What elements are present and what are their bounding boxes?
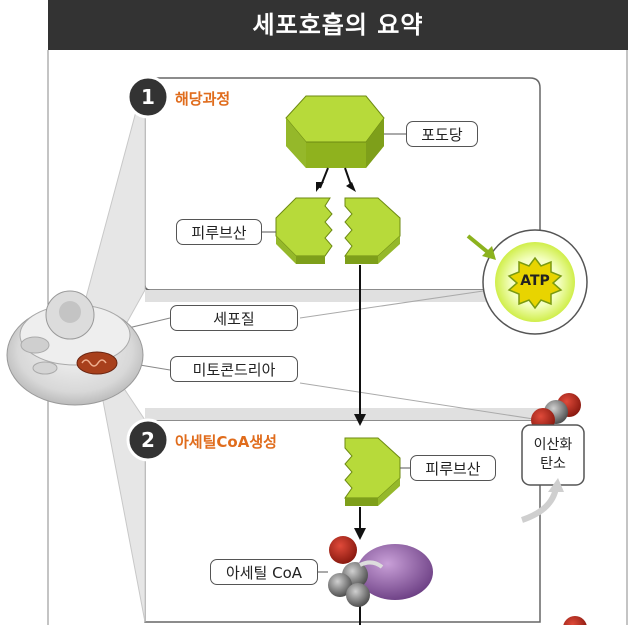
mitochondria-label: 미토콘드리아: [170, 356, 298, 382]
panel1-shadow: [145, 290, 540, 302]
panel2-shadow: [145, 408, 540, 420]
co2-label-line1: 이산화: [533, 437, 573, 453]
mitochondrion-icon: [76, 351, 118, 375]
pyruvate-label-2: 피루브산: [410, 455, 496, 481]
acetyl-coa-molecule-icon: [328, 536, 433, 607]
step-1-label: 해당과정: [175, 90, 231, 108]
page-title: 세포호흡의 요약: [252, 11, 424, 39]
glucose-molecule-icon: [285, 95, 385, 168]
partial-molecule-icon: [563, 616, 587, 625]
step-2-label: 아세틸CoA생성: [175, 433, 277, 451]
step-1-badge: [126, 75, 170, 119]
cytoplasm-zoom-wedge: [79, 77, 146, 336]
atp-arrow-icon: [466, 234, 492, 256]
step-2-badge: [126, 418, 170, 462]
pyruvate-label-1: 피루브산: [176, 219, 262, 245]
acetyl-coa-label: 아세틸 CoA: [210, 559, 318, 585]
cytoplasm-to-atp-line: [299, 289, 491, 319]
co2-label-line2: 탄소: [540, 456, 566, 472]
cell-illustration: [6, 290, 144, 406]
pyruvate-left-icon: [275, 197, 333, 264]
glucose-label: 포도당: [406, 121, 478, 147]
atp-circle-icon: [482, 229, 588, 335]
pyruvate-right-icon: [344, 197, 401, 264]
step-2-number: 2: [141, 428, 155, 452]
title-bar: 세포호흡의 요약: [48, 0, 628, 50]
mito-to-panel-line: [299, 382, 541, 421]
atp-label: ATP: [520, 273, 550, 289]
step-1-number: 1: [141, 85, 155, 109]
pyruvate-icon: [344, 437, 401, 506]
cytoplasm-label: 세포질: [170, 305, 298, 331]
